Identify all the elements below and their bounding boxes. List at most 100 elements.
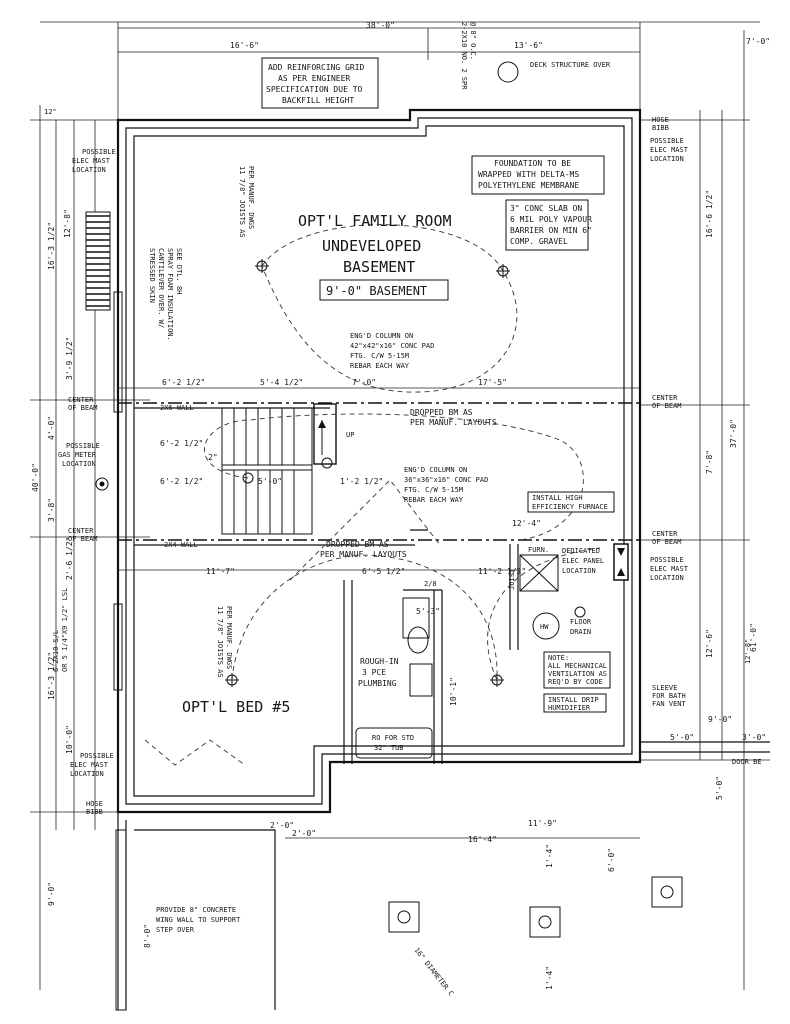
furnace-label: FURN.	[528, 546, 549, 554]
note-sleeve-2: FOR BATH	[652, 692, 686, 700]
staircase	[221, 403, 337, 535]
beam-r2-b: OF BEAM	[652, 538, 682, 546]
note-joists1-2: PER MANUF. DWGS	[247, 166, 255, 229]
mast-4-a: POSSIBLE	[650, 556, 684, 564]
floor-drain-2: DRAIN	[570, 628, 591, 636]
dim-right-2: 7'-8"	[705, 450, 714, 474]
room-labels: OPT'L FAMILY ROOM UNDEVELOPED BASEMENT 9…	[182, 212, 452, 716]
note-furnace-1: INSTALL HIGH	[532, 494, 583, 502]
dim-top-overall: 38'-0"	[366, 21, 395, 30]
note-column2-2: 36"x36"x16" CONC PAD	[404, 476, 488, 484]
wall-2x6-label: 2X6 WALL	[160, 404, 194, 412]
hose-1-b: BIBB	[86, 808, 103, 816]
wall-2x4-label: 2X4 WALL	[164, 541, 198, 549]
dim-beam-b3: 11'-2 1/2"	[478, 567, 526, 576]
mast-3-c: LOCATION	[650, 155, 684, 163]
note-column1-3: FTG. C/W 5-15M	[350, 352, 409, 360]
beam-r1-a: CENTER	[652, 394, 678, 402]
dim-beam-b2: 6'-5 1/2"	[362, 567, 405, 576]
gas-3: LOCATION	[62, 460, 96, 468]
dim-left-3: 3'-9 1/2"	[65, 337, 74, 380]
note-panel-1: DEDICATED	[562, 547, 600, 555]
note-tub-1: RO FOR STD	[372, 734, 414, 742]
dim-beam-b1: 11'-7"	[206, 567, 235, 576]
dim-bot-10: 1'-4"	[545, 966, 554, 990]
dim-right-lower: 61'-0"	[749, 623, 758, 652]
dim-mid-4: 5'-0"	[258, 477, 282, 486]
undeveloped-label: UNDEVELOPED	[322, 237, 421, 255]
note-step-2: WING WALL TO SUPPORT	[156, 916, 241, 924]
dim-beam-a2: 5'-4 1/2"	[260, 378, 303, 387]
dim-right-1: 16'-6 1/2"	[705, 190, 714, 238]
note-furnace-2: EFFICIENCY FURNACE	[532, 503, 608, 511]
note-rough-in-3: PLUMBING	[358, 679, 397, 688]
beam-l1-a: CENTER	[68, 396, 94, 404]
light-fixtures	[95, 61, 683, 938]
mast-2-b: ELEC MAST	[70, 761, 109, 769]
mast-2-c: LOCATION	[70, 770, 104, 778]
mast-3-b: ELEC MAST	[650, 146, 689, 154]
note-slab-1: 3" CONC SLAB ON	[510, 204, 582, 213]
note-tub-2: 32" TUB	[374, 744, 404, 752]
note-cantilever-2: CANTILEVER OVER. W/	[157, 248, 165, 328]
dim-bot-9: 6'-0"	[607, 848, 616, 872]
side-labels: POSSIBLE ELEC MAST LOCATION CENTER OF BE…	[58, 116, 689, 816]
dim-left-9: 9'-0"	[47, 882, 56, 906]
note-joists1-1: 11 7/8" JOISTS AS	[238, 166, 246, 238]
gas-1: POSSIBLE	[66, 442, 100, 450]
dim-mid-1: 6'-2 1/2"	[160, 439, 203, 448]
note-column2-4: REBAR EACH WAY	[404, 496, 464, 504]
dim-bot-4: 2'-0"	[270, 821, 294, 830]
dim-bot-11: 5'-0"	[715, 776, 724, 800]
note-foundation-1: FOUNDATION TO BE	[494, 159, 571, 168]
construction-notes: ADD REINFORCING GRID AS PER ENGINEER SPE…	[52, 22, 762, 998]
note-slab-4: COMP. GRAVEL	[510, 237, 568, 246]
basement-label: BASEMENT	[343, 258, 415, 276]
dim-top-left: 16'-6"	[230, 41, 259, 50]
note-dropped-beam1-2: PER MANUF. LAYOUTS	[410, 418, 497, 427]
note-column2-1: ENG'D COLUMN ON	[404, 466, 467, 474]
dim-bot-1: 2'-0"	[292, 829, 316, 838]
note-lintel1-2: @ 8" O.C.	[469, 22, 477, 60]
note-humidifier-2: HUMIDIFIER	[548, 704, 591, 712]
dim-right-top: 7'-0"	[746, 37, 770, 46]
dim-left-10: 12"	[44, 108, 57, 116]
door-below-label: DOOR BE	[732, 758, 762, 766]
mast-1-b: ELEC MAST	[72, 157, 111, 165]
dim-left-7: 16'-3 1/2"	[47, 652, 56, 700]
mast-3-a: POSSIBLE	[650, 137, 684, 145]
dim-left-5: 3'-8"	[47, 498, 56, 522]
dim-beam-b4: 2/8	[424, 580, 437, 588]
note-foundation-3: POLYETHYLENE MEMBRANE	[478, 181, 579, 190]
note-slab-2: 6 MIL POLY VAPOUR	[510, 215, 592, 224]
note-step-3: STEP OVER	[156, 926, 195, 934]
note-cantilever-1: STRESSED SKIN	[148, 248, 156, 303]
beam-l2-a: CENTER	[68, 527, 94, 535]
up-label: UP	[346, 431, 354, 439]
step-over-structure	[115, 812, 276, 1011]
dim-bot-12: 8'-0"	[143, 924, 152, 948]
mast-2-a: POSSIBLE	[80, 752, 114, 760]
dim-beam-a1: 6'-2 1/2"	[162, 378, 205, 387]
dim-bot-6: 5'-0"	[670, 733, 694, 742]
note-lintel2-2: OR 5 1/4"X9 1/2" LSL	[61, 588, 69, 672]
beam-r2-a: CENTER	[652, 530, 678, 538]
note-cantilever-4: SEE DTL. 8H	[175, 248, 183, 294]
dim-bot-2: 16'-4"	[468, 835, 497, 844]
dim-left-2: 16'-3 1/2"	[47, 222, 56, 270]
note-mechanical-3: VENTILATION AS	[548, 670, 607, 678]
note-reinforcing-4: BACKFILL HEIGHT	[282, 96, 354, 105]
dim-top-right: 13'-6"	[514, 41, 543, 50]
beam-r1-b: OF BEAM	[652, 402, 682, 410]
dim-bot-8: 1'-4"	[545, 844, 554, 868]
dim-left-4: 4'-0"	[47, 416, 56, 440]
note-foundation-2: WRAPPED WITH DELTA-MS	[478, 170, 579, 179]
joist-label: JOIST	[508, 568, 516, 590]
note-mechanical-2: ALL MECHANICAL	[548, 662, 607, 670]
window-well	[85, 211, 123, 691]
hose-1-a: HOSE	[86, 800, 103, 808]
dim-left-6: 2'-6 1/2"	[65, 537, 74, 580]
mast-4-c: LOCATION	[650, 574, 684, 582]
mast-4-b: ELEC MAST	[650, 565, 689, 573]
dimension-lines	[30, 21, 770, 990]
